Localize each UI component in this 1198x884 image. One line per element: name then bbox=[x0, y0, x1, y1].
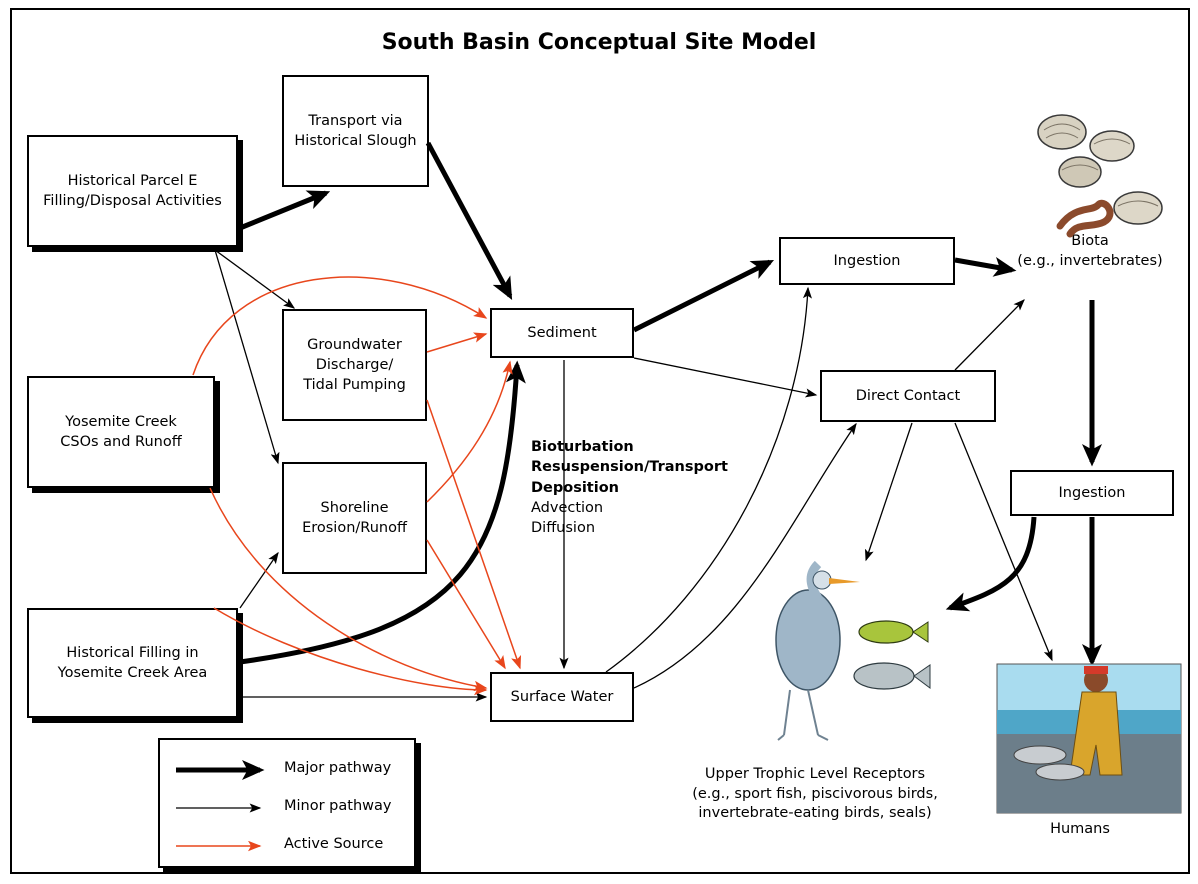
label-ingestion-2: Ingestion bbox=[1058, 484, 1126, 501]
legend-major-label: Major pathway bbox=[284, 760, 392, 776]
box-groundwater: Groundwater Discharge/ Tidal Pumping bbox=[282, 309, 427, 421]
arrow-cso-to-surface bbox=[209, 487, 488, 692]
arrow-parcel-to-groundwater bbox=[214, 249, 296, 309]
label-upper-trophic: Upper Trophic Level Receptors (e.g., spo… bbox=[692, 766, 938, 822]
box-direct-contact: Direct Contact bbox=[820, 370, 996, 422]
arrow-direct-to-humans bbox=[954, 422, 1053, 662]
major-pathways bbox=[239, 141, 1102, 667]
label-humans: Humans bbox=[1050, 821, 1110, 837]
label-surface-water: Surface Water bbox=[510, 688, 614, 705]
clam-shell bbox=[1113, 191, 1163, 225]
diagram-title: South Basin Conceptual Site Model bbox=[381, 30, 817, 55]
arrow-cso-to-sediment bbox=[192, 276, 488, 376]
label-historical-filling: Historical Filling in Yosemite Creek Are… bbox=[57, 644, 208, 681]
label-transport-slough: Transport via Historical Slough bbox=[294, 112, 417, 149]
label-biota: Biota (e.g., invertebrates) bbox=[1017, 233, 1163, 269]
active-source-pathways bbox=[192, 276, 522, 696]
arrow-filling-to-sediment bbox=[239, 360, 526, 665]
box-surface-water: Surface Water bbox=[490, 672, 634, 722]
clam-shell bbox=[1037, 114, 1087, 150]
arrow-ingestion2-to-upper bbox=[945, 516, 1037, 612]
heron-neck bbox=[806, 560, 822, 601]
arrow-surface-to-direct bbox=[633, 422, 857, 689]
legend-swatches bbox=[176, 760, 265, 852]
arrow-direct-to-upper bbox=[864, 422, 913, 562]
arrow-ingestion1-to-biota bbox=[954, 257, 1017, 277]
minor-pathways bbox=[214, 249, 1053, 702]
arrow-parcel-to-shoreline bbox=[214, 249, 280, 465]
box-shoreline: Shoreline Erosion/Runoff bbox=[282, 462, 427, 574]
arrow-sediment-to-direct bbox=[633, 357, 818, 398]
legend-active-label: Active Source bbox=[284, 836, 384, 852]
label-shoreline: Shoreline Erosion/Runoff bbox=[302, 499, 407, 536]
heron-beak bbox=[829, 578, 860, 584]
diagram-frame bbox=[10, 8, 1190, 874]
box-yosemite-cso: Yosemite Creek CSOs and Runoff bbox=[27, 376, 215, 488]
arrow-sediment-to-ingestion1 bbox=[632, 259, 775, 333]
label-sediment: Sediment bbox=[527, 324, 597, 341]
process-advection: Advection bbox=[531, 499, 604, 516]
caught-fish bbox=[1013, 745, 1067, 765]
fish-perch bbox=[858, 620, 914, 644]
biota-illustration bbox=[1037, 114, 1163, 238]
clam-shell bbox=[1058, 156, 1102, 188]
box-transport-slough: Transport via Historical Slough bbox=[282, 75, 429, 187]
legend: Major pathway Minor pathway Active Sourc… bbox=[158, 738, 416, 868]
arrow-slough-to-sediment bbox=[425, 141, 513, 300]
arrow-shoreline-to-sediment bbox=[426, 360, 513, 503]
sediment-processes: Bioturbation Resuspension/Transport Depo… bbox=[531, 437, 728, 538]
arrow-filling-to-shoreline bbox=[239, 551, 279, 609]
box-ingestion-2: Ingestion bbox=[1010, 470, 1174, 516]
worm bbox=[1056, 199, 1114, 238]
fish-bass bbox=[853, 662, 915, 690]
label-yosemite-cso: Yosemite Creek CSOs and Runoff bbox=[60, 413, 182, 450]
label-historical-parcel-e: Historical Parcel E Filling/Disposal Act… bbox=[43, 172, 222, 209]
heron-head bbox=[812, 570, 832, 590]
process-deposition: Deposition bbox=[531, 479, 619, 496]
process-bioturbation: Bioturbation bbox=[531, 439, 634, 455]
process-resuspension: Resuspension/Transport bbox=[531, 459, 728, 476]
label-direct-contact: Direct Contact bbox=[855, 387, 961, 404]
box-sediment: Sediment bbox=[490, 308, 634, 358]
process-diffusion: Diffusion bbox=[531, 520, 596, 537]
heron-body bbox=[775, 589, 841, 691]
arrow-filling-to-surface-active bbox=[213, 607, 488, 696]
arrow-direct-to-biota bbox=[954, 299, 1025, 371]
box-historical-filling: Historical Filling in Yosemite Creek Are… bbox=[27, 608, 238, 718]
caught-fish bbox=[1035, 763, 1085, 781]
label-ingestion-1: Ingestion bbox=[833, 252, 901, 269]
box-historical-parcel-e: Historical Parcel E Filling/Disposal Act… bbox=[27, 135, 238, 247]
fisherman-cap bbox=[1084, 666, 1108, 674]
arrow-surface-to-ingestion1 bbox=[605, 286, 812, 673]
label-groundwater: Groundwater Discharge/ Tidal Pumping bbox=[303, 336, 406, 394]
heron-fish-illustration bbox=[775, 560, 931, 741]
arrow-parcel-to-slough bbox=[239, 190, 331, 231]
clam-shell bbox=[1089, 130, 1135, 162]
humans-illustration bbox=[996, 663, 1182, 814]
arrow-groundwater-to-surface bbox=[426, 399, 522, 670]
arrow-shoreline-to-surface bbox=[426, 539, 506, 670]
arrow-groundwater-to-sediment bbox=[426, 332, 488, 353]
box-ingestion-1: Ingestion bbox=[779, 237, 955, 285]
legend-minor-label: Minor pathway bbox=[284, 798, 392, 814]
